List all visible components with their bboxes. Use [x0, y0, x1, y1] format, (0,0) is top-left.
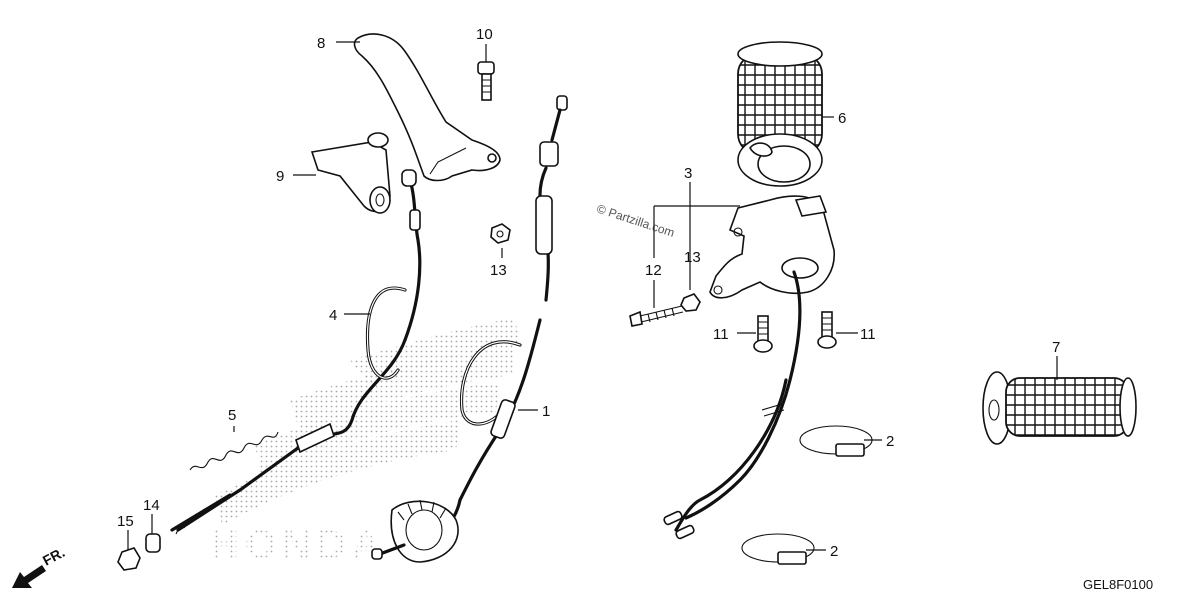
throttle-cable: [371, 95, 568, 563]
svg-text:HONDA: HONDA: [210, 523, 387, 567]
arrow-left-down-icon: [12, 565, 46, 588]
cable-end-cap: [145, 533, 161, 553]
callout-9: 9: [276, 168, 284, 185]
clutch-lever: [353, 33, 501, 182]
callout-15: 15: [117, 513, 134, 530]
cable-nut: [117, 547, 141, 571]
partzilla-watermark: © Partzilla.com: [595, 202, 676, 240]
front-label: FR.: [40, 544, 67, 569]
callout-11-left: 11: [713, 326, 729, 343]
wire-band: [741, 533, 815, 565]
diagram-code: GEL8F0100: [1083, 577, 1153, 592]
bolt: [753, 315, 773, 353]
callout-3: 3: [684, 165, 692, 182]
callout-12: 12: [645, 262, 662, 279]
housing-screw: [629, 305, 684, 327]
bolt: [817, 311, 837, 349]
callout-8: 8: [317, 35, 325, 52]
leader-lines: [127, 41, 1058, 551]
callout-2-lower: 2: [830, 543, 838, 560]
callout-11-right: 11: [860, 326, 876, 343]
switch-wire-harness: [663, 270, 802, 540]
callout-6: 6: [838, 110, 846, 127]
callout-13-upper: 13: [490, 262, 507, 279]
callout-2-upper: 2: [886, 433, 894, 450]
front-direction-indicator: FR.: [12, 544, 67, 588]
callout-numbers: 8 10 9 13 4 5 1 6 3 13 12 11 11 2 2 7 14…: [117, 26, 1060, 560]
callout-4: 4: [329, 307, 337, 324]
wire-band: [799, 425, 873, 457]
nut: [680, 293, 701, 312]
throttle-grip: [737, 41, 823, 187]
lever-pivot-bolt: [477, 61, 495, 101]
callout-14: 14: [143, 497, 160, 514]
nut: [490, 223, 511, 244]
callout-5: 5: [228, 407, 236, 424]
spring: [189, 431, 279, 471]
honda-wing-logo: HONDA: [210, 318, 520, 567]
callout-1: 1: [542, 403, 550, 420]
callout-7: 7: [1052, 339, 1060, 356]
callout-13-lower: 13: [684, 249, 701, 266]
choke-cable: [176, 169, 422, 532]
throttle-housing: [709, 195, 835, 299]
lever-bracket: [310, 132, 391, 214]
callout-10: 10: [476, 26, 493, 43]
cable-adjuster-rod: [170, 493, 232, 535]
left-grip: [982, 371, 1137, 445]
